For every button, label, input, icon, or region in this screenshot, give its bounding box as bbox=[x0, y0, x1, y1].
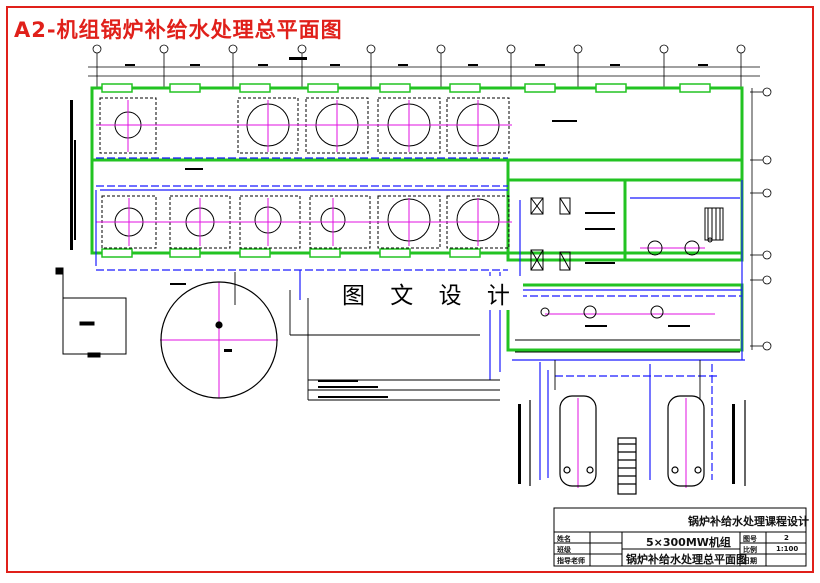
tb-label-drawing-no: 图号 bbox=[743, 535, 757, 543]
tb-label-teacher: 指导老师 bbox=[557, 557, 585, 565]
building-walls bbox=[90, 86, 744, 352]
clear-water-tank bbox=[160, 281, 278, 399]
degasser-equipment bbox=[530, 197, 724, 319]
pipelines bbox=[95, 157, 745, 480]
tb-project: 锅炉补给水处理课程设计 bbox=[688, 515, 809, 528]
tb-label-class: 班级 bbox=[557, 546, 571, 554]
drawing-title: A2-机组锅炉补给水处理总平面图 bbox=[14, 18, 343, 42]
tb-unit: 5×300MW机组 bbox=[646, 536, 731, 549]
water-tank-room bbox=[55, 267, 127, 358]
centerlines bbox=[96, 100, 715, 488]
watermark-text: 图 文 设 计 bbox=[338, 276, 523, 310]
tb-scale: 1:100 bbox=[776, 545, 799, 553]
title-block-frame bbox=[553, 507, 807, 567]
mixed-bed-exchangers bbox=[529, 395, 746, 495]
tb-drawing-no: 2 bbox=[784, 534, 789, 542]
wall-openings bbox=[101, 83, 711, 258]
tb-label-scale: 比例 bbox=[743, 546, 757, 554]
dimension-labels bbox=[125, 57, 708, 66]
annotation-blocks bbox=[70, 100, 735, 484]
sheet-frame bbox=[6, 6, 814, 573]
process-lines bbox=[234, 272, 740, 401]
column-grid-markers bbox=[88, 44, 760, 88]
tb-drawing-name: 锅炉补给水处理总平面图 bbox=[626, 553, 747, 566]
tb-label-name: 姓名 bbox=[557, 535, 571, 543]
tb-label-date: 日期 bbox=[743, 557, 757, 565]
row-grid-markers bbox=[750, 87, 772, 351]
